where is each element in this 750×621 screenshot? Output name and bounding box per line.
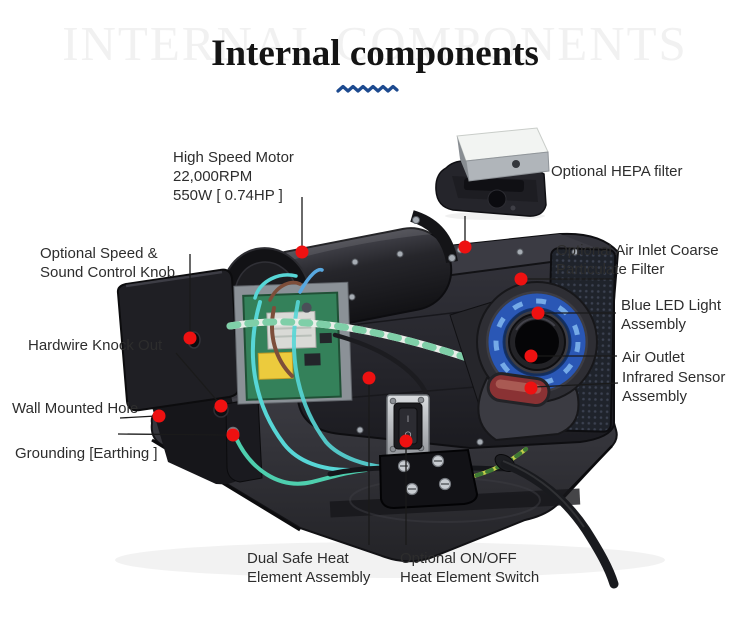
label-air-outlet: Air Outlet <box>622 348 685 367</box>
callout-dot-speed-knob <box>183 331 197 345</box>
label-dual-heat: Dual Safe Heat Element Assembly <box>247 549 370 587</box>
callout-dot-dual-heat <box>362 371 376 385</box>
label-text: Optional HEPA filter <box>551 163 683 180</box>
label-text: Optional Air Inlet Coarse <box>556 242 719 259</box>
label-text: Hardwire Knock Out <box>28 337 163 354</box>
callout-lines <box>117 197 619 545</box>
callout-dot-coarse-filter <box>514 272 528 286</box>
label-text: 22,000RPM <box>173 168 253 185</box>
callout-dot-high-speed-motor <box>295 245 309 259</box>
label-hardwire: Hardwire Knock Out <box>28 336 162 355</box>
page-title: Internal components <box>211 33 539 74</box>
callout-dot-hardwire <box>214 399 228 413</box>
rocker-switch: I O <box>386 394 430 458</box>
wave-divider-stroke <box>336 84 399 93</box>
label-high-speed-motor: High Speed Motor 22,000RPM 550W [ 0.74HP… <box>173 148 294 205</box>
label-text: Blue LED Light <box>621 297 722 314</box>
callout-dot-infrared <box>524 381 538 395</box>
label-text: Infrared Sensor <box>622 369 726 386</box>
label-text: Sound Control Knob <box>40 264 176 281</box>
label-wall-hole: Wall Mounted Hole <box>12 399 138 418</box>
callout-dots <box>152 240 545 448</box>
label-text: Heat Element Switch <box>400 569 540 586</box>
label-text: Wall Mounted Hole <box>12 400 139 417</box>
ir-sensor-window <box>486 372 551 408</box>
label-speed-knob: Optional Speed & Sound Control Knob <box>40 244 175 282</box>
callout-dot-wall-hole <box>152 409 166 423</box>
label-text: 550W [ 0.74HP ] <box>173 187 283 204</box>
label-text: Assembly <box>622 388 688 405</box>
callout-line-infrared <box>533 382 619 388</box>
hepa-filter-photo <box>435 127 550 220</box>
label-blue-led: Blue LED Light Assembly <box>621 296 721 334</box>
callout-line-hardwire <box>175 352 221 405</box>
label-text: Dual Safe Heat <box>247 550 349 567</box>
power-cord <box>494 453 619 589</box>
callout-line-wall-hole <box>119 415 157 419</box>
wave-divider-icon <box>336 84 399 93</box>
label-onoff-switch: Optional ON/OFF Heat Element Switch <box>400 549 539 587</box>
watermark-text: INTERNAL COMPONENTS <box>62 16 688 71</box>
label-text: Assembly <box>621 316 687 333</box>
label-text: Element Assembly <box>247 569 371 586</box>
label-text: Particulate Filter <box>556 261 665 278</box>
callout-dot-air-outlet <box>524 349 538 363</box>
label-infrared: Infrared Sensor Assembly <box>622 368 725 406</box>
label-coarse-filter: Optional Air Inlet Coarse Particulate Fi… <box>556 241 719 279</box>
label-text: Optional Speed & <box>40 245 158 262</box>
label-text: High Speed Motor <box>173 149 294 166</box>
callout-line-grounding <box>117 433 231 436</box>
callout-dot-onoff <box>399 434 413 448</box>
terminal-block <box>378 448 479 510</box>
ground-shadow <box>115 542 665 578</box>
label-text: Air Outlet <box>622 349 685 366</box>
callout-dot-blue-led <box>531 306 545 320</box>
callout-dot-hepa <box>458 240 472 254</box>
label-hepa-filter: Optional HEPA filter <box>551 162 682 181</box>
switch-on-marking: I <box>407 414 410 424</box>
label-text: Optional ON/OFF <box>400 550 517 567</box>
callout-dot-grounding <box>226 428 240 442</box>
label-grounding: Grounding [Earthing ] <box>15 444 158 463</box>
label-text: Grounding [Earthing ] <box>15 445 158 462</box>
